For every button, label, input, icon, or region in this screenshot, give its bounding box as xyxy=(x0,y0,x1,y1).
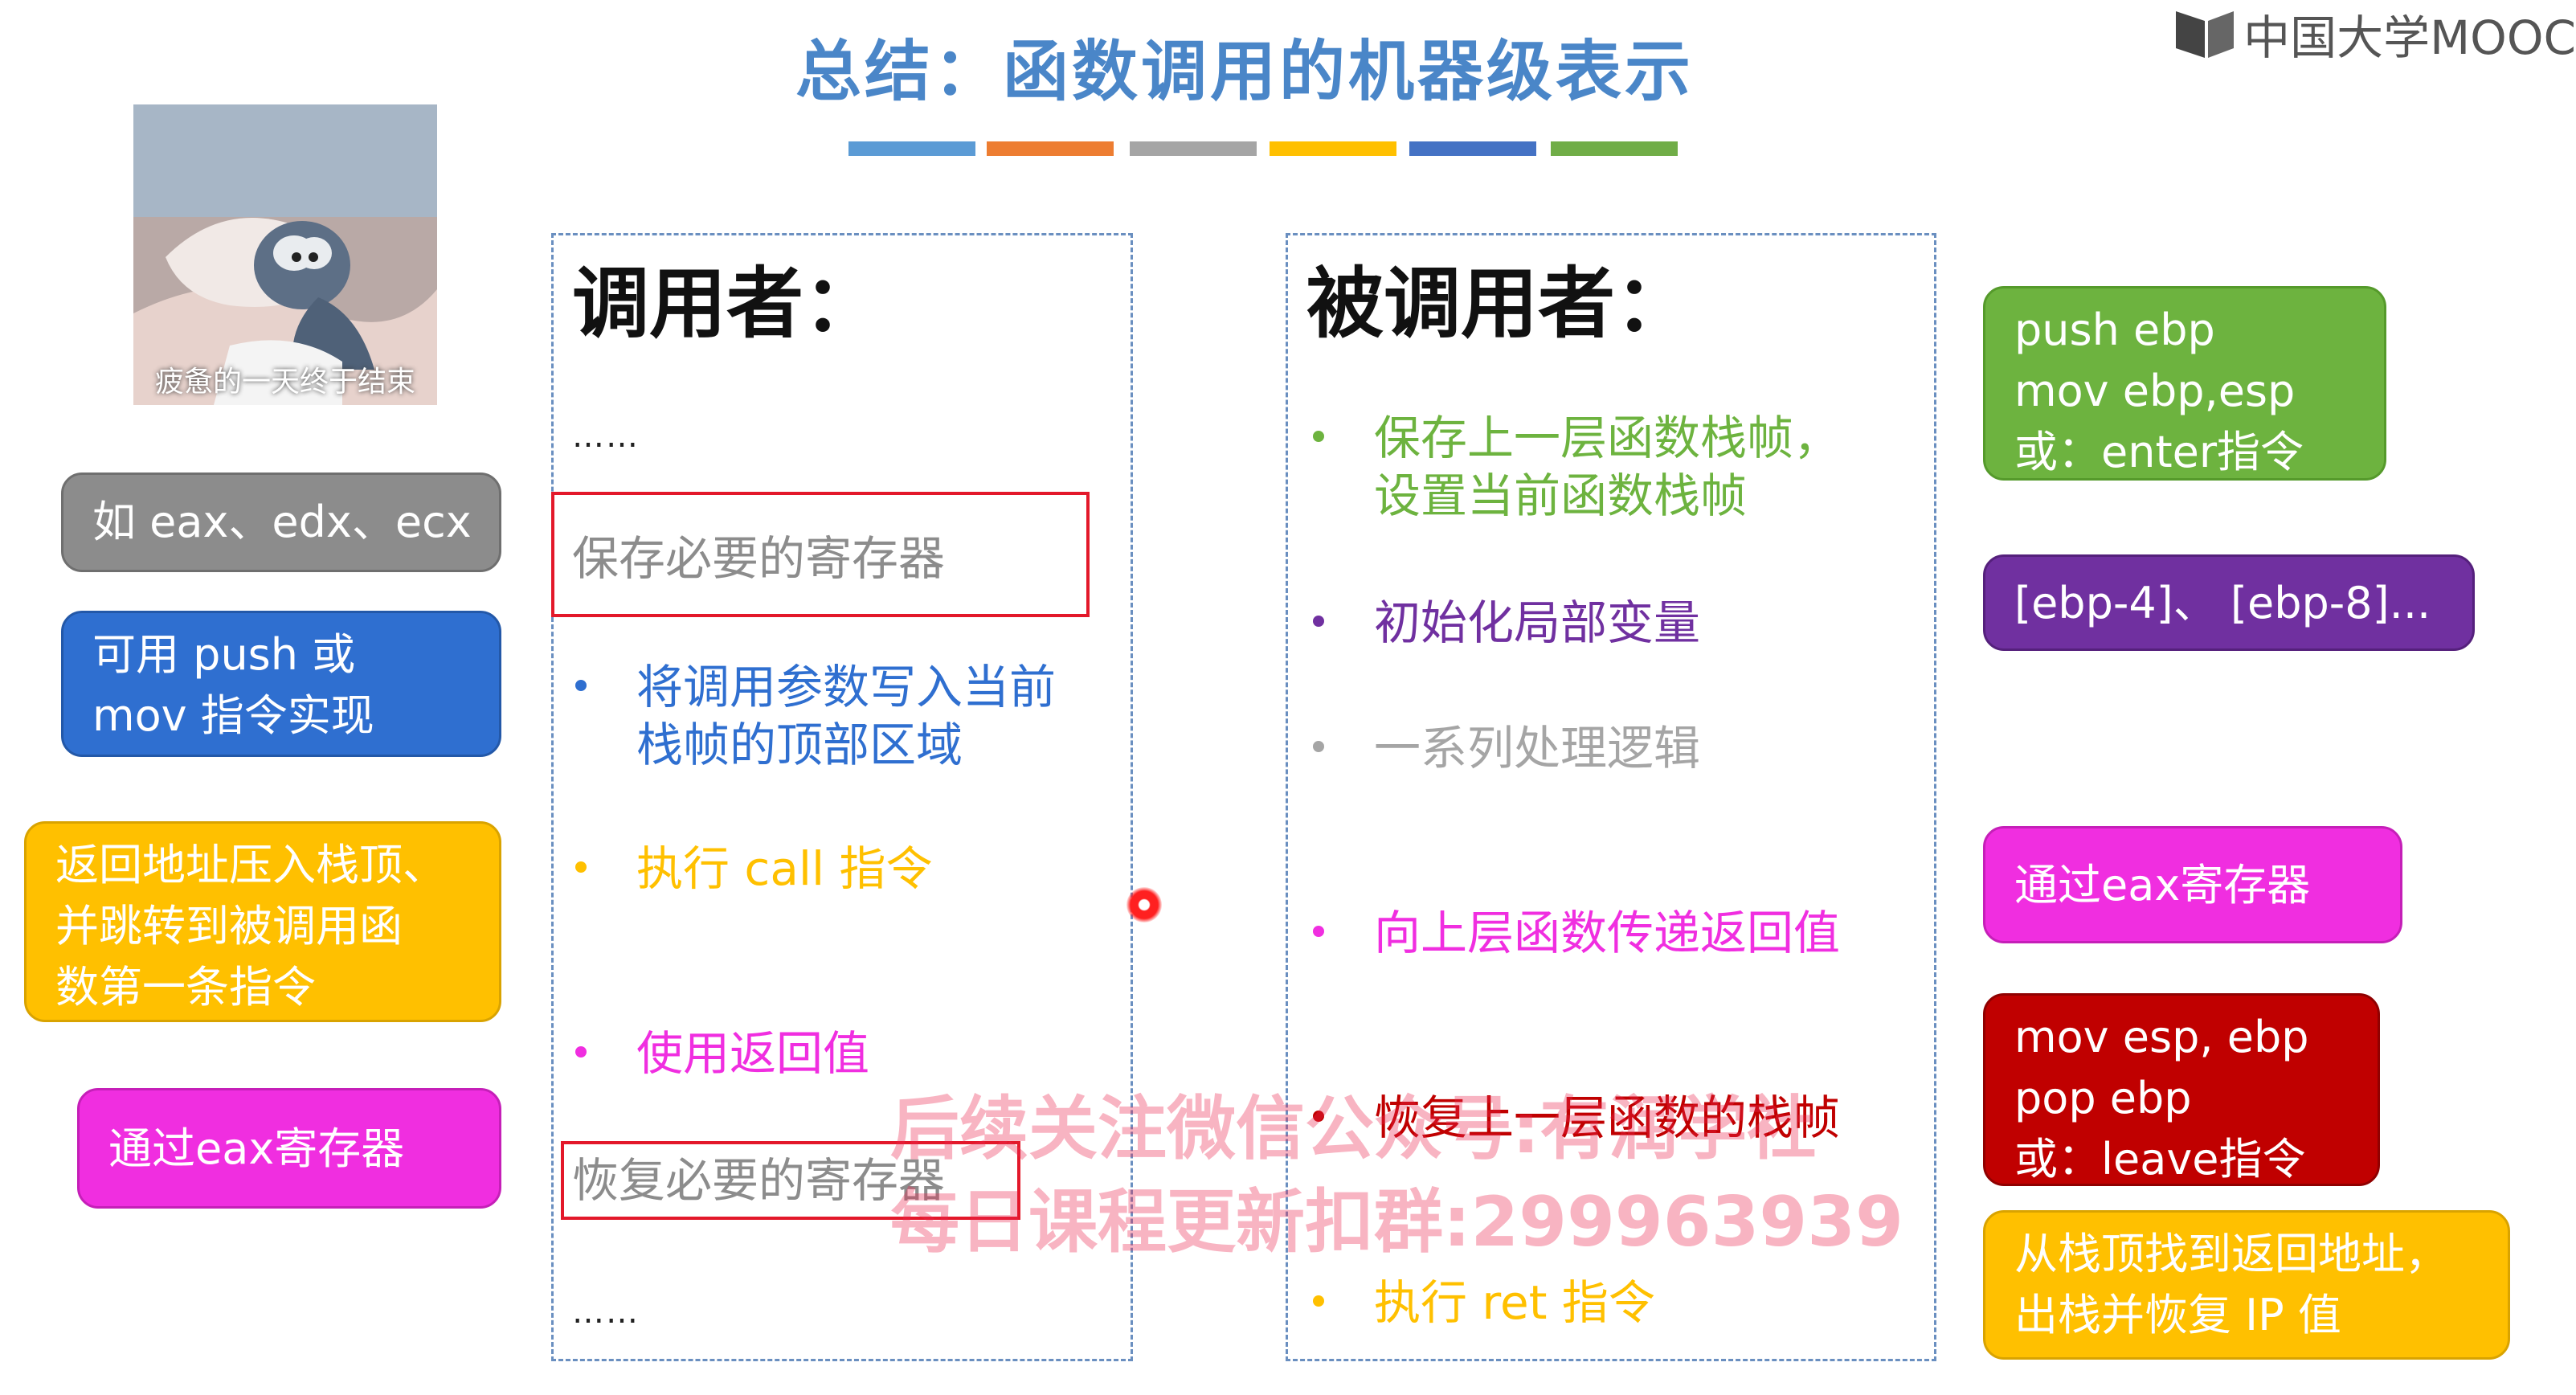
bullet xyxy=(575,680,587,691)
callout-eax-left: 通过eax寄存器 xyxy=(77,1088,501,1209)
watermark-line1: 后续关注微信公众号:有润学社 xyxy=(890,1072,1816,1172)
bullet xyxy=(575,861,587,873)
callout-locals-text: [ebp-4]、 [ebp-8]... xyxy=(2014,578,2431,628)
callee-save-frame-line2: 设置当前函数栈帧 xyxy=(1374,466,1747,526)
callout-leave-line1: mov esp, ebp xyxy=(2014,1007,2349,1068)
callout-leave: mov esp, ebp pop ebp 或：leave指令 xyxy=(1983,993,2380,1186)
slide-title: 总结：函数调用的机器级表示 xyxy=(795,18,1694,113)
callout-call-description-line2: 并跳转到被调用函 xyxy=(55,896,470,957)
laser-pointer-dot xyxy=(1126,887,1162,922)
bullet xyxy=(1313,616,1324,627)
mooc-logo-text: 中国大学MOOC xyxy=(2243,0,2576,68)
caller-save-registers: 保存必要的寄存器 xyxy=(572,529,945,588)
caller-write-args-line2: 栈帧的顶部区域 xyxy=(636,715,963,775)
callout-enter-line1: push ebp xyxy=(2014,300,2355,361)
callout-push-mov-line2: mov 指令实现 xyxy=(92,685,470,747)
title-underline-bar xyxy=(848,141,975,156)
callout-ret-description-line1: 从栈顶找到返回地址， xyxy=(2014,1224,2479,1285)
title-underline-bar xyxy=(1270,141,1396,156)
caller-use-return: 使用返回值 xyxy=(636,1024,869,1083)
callee-logic: 一系列处理逻辑 xyxy=(1374,718,1700,778)
bullet xyxy=(1313,1295,1324,1307)
callout-push-mov-line1: 可用 push 或 xyxy=(92,624,470,685)
callout-enter: push ebp mov ebp,esp 或：enter指令 xyxy=(1983,286,2386,481)
callee-save-frame-line1: 保存上一层函数栈帧， xyxy=(1374,408,1840,468)
callout-registers-example: 如 eax、edx、ecx xyxy=(61,472,501,572)
meme-caption: 疲惫的一天终于结束 xyxy=(133,358,437,400)
caller-ellipsis-top: …… xyxy=(572,418,640,455)
callee-heading: 被调用者： xyxy=(1306,241,1692,353)
callee-return-value: 向上层函数传递返回值 xyxy=(1374,903,1840,963)
caller-heading: 调用者： xyxy=(572,241,881,353)
callout-push-mov: 可用 push 或 mov 指令实现 xyxy=(61,611,501,757)
title-underline-bar xyxy=(1551,141,1678,156)
bullet xyxy=(1313,741,1324,752)
caller-ellipsis-bottom: …… xyxy=(572,1294,640,1331)
callout-leave-line3: 或：leave指令 xyxy=(2014,1129,2349,1190)
caller-write-args-line1: 将调用参数写入当前 xyxy=(636,657,1056,717)
callout-eax-left-text: 通过eax寄存器 xyxy=(108,1123,404,1174)
title-underline-bar xyxy=(1130,141,1257,156)
callout-call-description: 返回地址压入栈顶、 并跳转到被调用函 数第一条指令 xyxy=(24,821,501,1022)
mooc-logo-icon xyxy=(2173,5,2237,63)
watermark-line2: 每日课程更新扣群:299963939 xyxy=(890,1165,1903,1266)
callout-locals: [ebp-4]、 [ebp-8]... xyxy=(1983,554,2475,651)
callee-ret: 执行 ret 指令 xyxy=(1374,1273,1655,1332)
callout-call-description-line1: 返回地址压入栈顶、 xyxy=(55,835,470,896)
caller-restore-registers: 恢复必要的寄存器 xyxy=(572,1151,945,1210)
callout-eax-right: 通过eax寄存器 xyxy=(1983,826,2402,943)
callout-eax-right-text: 通过eax寄存器 xyxy=(2014,860,2310,910)
callout-ret-description-line2: 出栈并恢复 IP 值 xyxy=(2014,1285,2479,1346)
callout-call-description-line3: 数第一条指令 xyxy=(55,957,470,1018)
title-underline-bar xyxy=(1409,141,1536,156)
callout-registers-example-text: 如 eax、edx、ecx xyxy=(92,497,472,547)
mooc-logo: 中国大学MOOC xyxy=(2173,0,2576,68)
callout-enter-line3: 或：enter指令 xyxy=(2014,422,2355,483)
callout-leave-line2: pop ebp xyxy=(2014,1068,2349,1129)
bullet xyxy=(1313,926,1324,937)
title-underline-bar xyxy=(987,141,1114,156)
bullet xyxy=(575,1046,587,1058)
callout-enter-line2: mov ebp,esp xyxy=(2014,361,2355,422)
callout-ret-description: 从栈顶找到返回地址， 出栈并恢复 IP 值 xyxy=(1983,1210,2510,1360)
meme-image: 疲惫的一天终于结束 xyxy=(133,104,437,405)
bullet xyxy=(1313,431,1324,442)
callee-init-locals: 初始化局部变量 xyxy=(1374,593,1700,652)
caller-call: 执行 call 指令 xyxy=(636,839,933,898)
